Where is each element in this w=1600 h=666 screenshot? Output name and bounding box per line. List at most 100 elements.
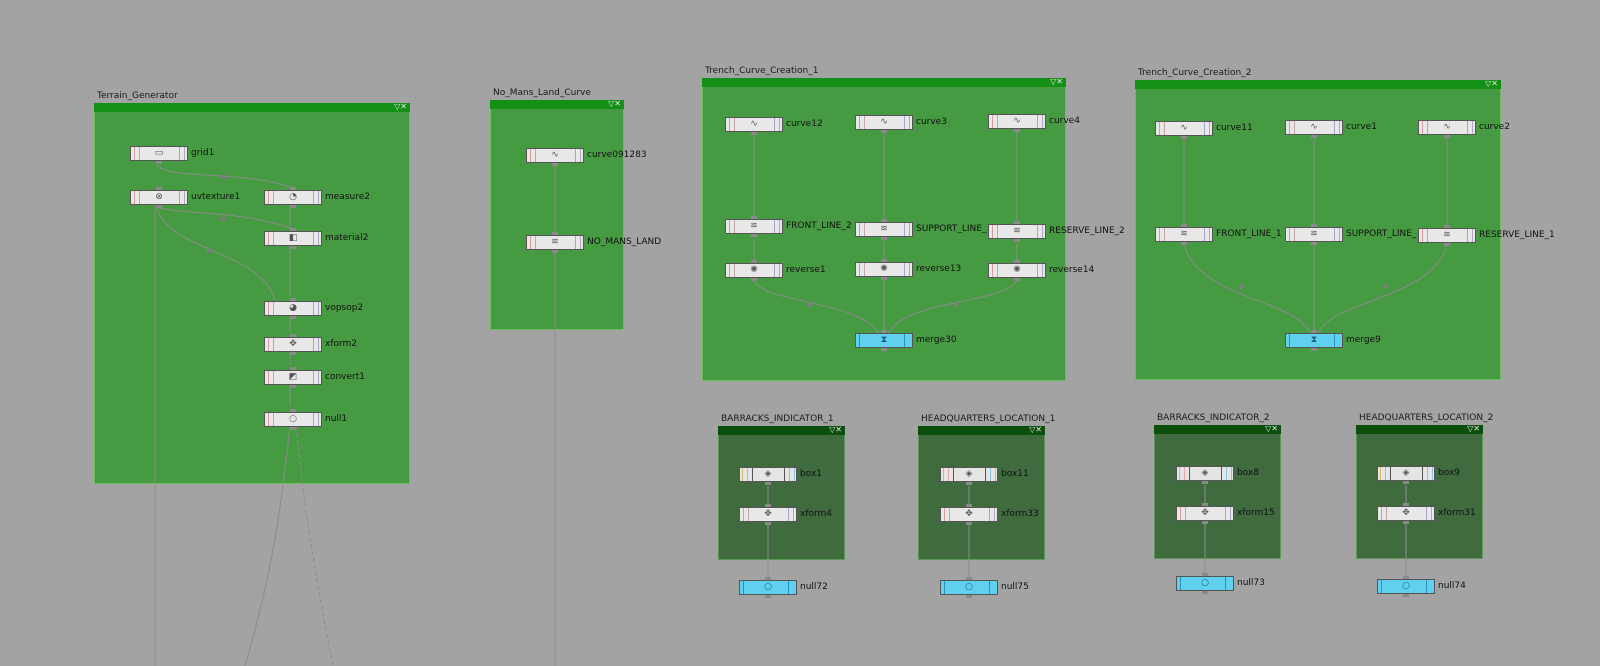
input-connector[interactable] <box>1403 503 1409 506</box>
output-connector[interactable] <box>1014 129 1020 132</box>
collapse-close-icon[interactable]: ▽✕ <box>1485 79 1498 88</box>
input-connector[interactable] <box>290 228 296 231</box>
node-tile[interactable] <box>1377 466 1435 481</box>
output-connector[interactable] <box>290 246 296 249</box>
node-tile[interactable] <box>264 301 322 316</box>
node-tile[interactable] <box>526 235 584 250</box>
network-box-header[interactable] <box>1154 425 1281 434</box>
network-box-headquarters-location-2[interactable]: ▽✕ HEADQUARTERS_LOCATION_2 <box>1356 413 1493 559</box>
collapse-close-icon[interactable]: ▽✕ <box>608 99 621 108</box>
input-connector[interactable] <box>552 232 558 235</box>
output-connector[interactable] <box>1403 594 1409 597</box>
network-box-header[interactable] <box>1356 425 1483 434</box>
node-tile[interactable] <box>1155 121 1213 136</box>
node-tile[interactable] <box>130 190 188 205</box>
node-tile[interactable] <box>264 337 322 352</box>
node-tile[interactable] <box>988 224 1046 239</box>
node-tile[interactable] <box>264 190 322 205</box>
input-connector[interactable] <box>1014 260 1020 263</box>
node-tile[interactable] <box>1418 228 1476 243</box>
node-tile[interactable] <box>988 263 1046 278</box>
output-connector[interactable] <box>1014 278 1020 281</box>
node-tile[interactable] <box>264 370 322 385</box>
output-connector[interactable] <box>1444 135 1450 138</box>
input-connector[interactable] <box>966 504 972 507</box>
output-connector[interactable] <box>881 277 887 280</box>
output-connector[interactable] <box>290 352 296 355</box>
input-connector[interactable] <box>1444 225 1450 228</box>
input-connector[interactable] <box>966 577 972 580</box>
output-connector[interactable] <box>751 132 757 135</box>
output-connector[interactable] <box>881 348 887 351</box>
input-connector[interactable] <box>765 577 771 580</box>
node-tile[interactable] <box>264 412 322 427</box>
network-box-barracks-indicator-2[interactable]: ▽✕ BARRACKS_INDICATOR_2 <box>1154 413 1281 559</box>
node-tile[interactable] <box>1155 227 1213 242</box>
input-connector[interactable] <box>290 334 296 337</box>
node-tile[interactable] <box>1285 120 1343 135</box>
output-connector[interactable] <box>552 163 558 166</box>
node-tile[interactable] <box>940 507 998 522</box>
node-tile[interactable] <box>1285 227 1343 242</box>
output-connector[interactable] <box>881 237 887 240</box>
input-connector[interactable] <box>765 504 771 507</box>
output-connector[interactable] <box>1202 521 1208 524</box>
input-connector[interactable] <box>290 187 296 190</box>
node-tile[interactable] <box>130 146 188 161</box>
network-box-header[interactable] <box>918 426 1045 435</box>
input-connector[interactable] <box>1311 224 1317 227</box>
input-connector[interactable] <box>751 260 757 263</box>
collapse-close-icon[interactable]: ▽✕ <box>1467 424 1480 433</box>
output-connector[interactable] <box>751 278 757 281</box>
node-tile[interactable] <box>1176 466 1234 481</box>
node-tile[interactable] <box>855 115 913 130</box>
input-connector[interactable] <box>290 298 296 301</box>
node-tile[interactable] <box>526 148 584 163</box>
output-connector[interactable] <box>1202 481 1208 484</box>
output-connector[interactable] <box>966 595 972 598</box>
output-connector[interactable] <box>881 130 887 133</box>
node-tile[interactable] <box>725 117 783 132</box>
node-tile[interactable] <box>725 263 783 278</box>
input-connector[interactable] <box>881 219 887 222</box>
collapse-close-icon[interactable]: ▽✕ <box>1050 77 1063 86</box>
output-connector[interactable] <box>290 316 296 319</box>
node-tile[interactable] <box>855 222 913 237</box>
node-tile[interactable] <box>1377 506 1435 521</box>
input-connector[interactable] <box>881 330 887 333</box>
node-tile[interactable] <box>1377 579 1435 594</box>
output-connector[interactable] <box>1202 591 1208 594</box>
output-connector[interactable] <box>1403 481 1409 484</box>
input-connector[interactable] <box>1202 573 1208 576</box>
output-connector[interactable] <box>751 234 757 237</box>
network-box-header[interactable] <box>1135 80 1501 89</box>
network-box-barracks-indicator-1[interactable]: ▽✕ BARRACKS_INDICATOR_1 <box>718 414 845 560</box>
output-connector[interactable] <box>1181 242 1187 245</box>
output-connector[interactable] <box>1444 243 1450 246</box>
output-connector[interactable] <box>290 205 296 208</box>
network-box-header[interactable] <box>490 100 624 109</box>
output-connector[interactable] <box>1014 239 1020 242</box>
output-connector[interactable] <box>156 205 162 208</box>
input-connector[interactable] <box>290 367 296 370</box>
network-box-header[interactable] <box>94 103 410 112</box>
input-connector[interactable] <box>1202 503 1208 506</box>
node-tile[interactable] <box>855 262 913 277</box>
collapse-close-icon[interactable]: ▽✕ <box>394 102 407 111</box>
network-box-header[interactable] <box>702 78 1066 87</box>
output-connector[interactable] <box>1311 242 1317 245</box>
node-tile[interactable] <box>725 219 783 234</box>
network-box-header[interactable] <box>718 426 845 435</box>
node-tile[interactable] <box>1285 333 1343 348</box>
node-tile[interactable] <box>739 507 797 522</box>
input-connector[interactable] <box>881 259 887 262</box>
output-connector[interactable] <box>765 482 771 485</box>
output-connector[interactable] <box>290 385 296 388</box>
node-tile[interactable] <box>739 580 797 595</box>
input-connector[interactable] <box>1311 330 1317 333</box>
output-connector[interactable] <box>290 427 296 430</box>
node-tile[interactable] <box>940 467 998 482</box>
input-connector[interactable] <box>1403 576 1409 579</box>
input-connector[interactable] <box>290 409 296 412</box>
output-connector[interactable] <box>1311 135 1317 138</box>
